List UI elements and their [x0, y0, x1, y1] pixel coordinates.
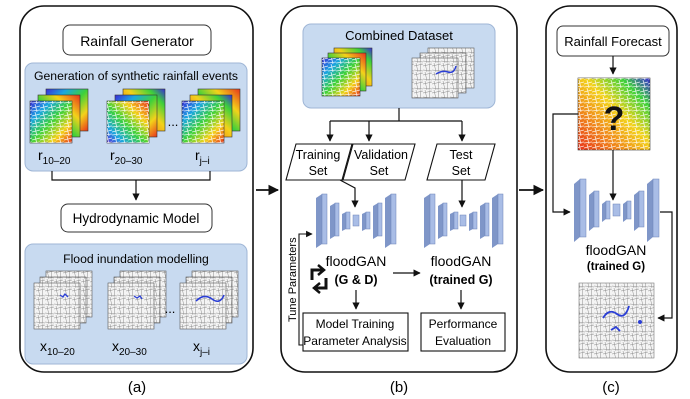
test-set-label-1: Test [450, 148, 473, 162]
generation-title: Generation of synthetic rainfall events [34, 69, 238, 83]
hydrodynamic-model-box [60, 203, 213, 233]
caption-b: (b) [390, 379, 408, 396]
forecast-rain-map [577, 77, 651, 151]
r-label-3: rj–i [195, 147, 210, 167]
arrow-forecast-to-network-left [552, 113, 578, 216]
x-label-1: x10–20 [40, 338, 75, 358]
validation-set-label-2: Set [370, 164, 389, 178]
combined-flood-stack [411, 47, 475, 99]
question-mark-icon: ? [604, 100, 625, 138]
performance-label-2: Evaluation [435, 334, 491, 348]
floodgan-network-c [574, 178, 660, 242]
floodgan-network-2 [424, 193, 504, 248]
tune-parameters-label: Tune Parameters [287, 237, 299, 322]
gd-label: (G & D) [334, 273, 377, 287]
x-label-3: xj–i [193, 338, 210, 358]
flood-map-stack-3 [179, 270, 239, 330]
rainfall-generator-box [62, 24, 212, 56]
trained-label-b: (trained G) [429, 273, 492, 287]
floodgan-network-1 [316, 193, 397, 248]
hydrodynamic-model-title: Hydrodynamic Model [73, 211, 200, 226]
trained-label-c: (trained G) [587, 261, 645, 273]
combined-dataset-title: Combined Dataset [345, 28, 453, 43]
rainfall-map-stack-2 [106, 88, 166, 144]
rainfall-generator-title: Rainfall Generator [80, 33, 194, 49]
model-training-box [302, 312, 409, 352]
ellipsis-bottom: ... [165, 301, 176, 316]
performance-label-1: Performance [429, 317, 498, 331]
arrow-network-to-output [657, 211, 673, 322]
floodgan-label-b2: floodGAN [431, 253, 492, 269]
flood-map-stack-1 [33, 270, 93, 330]
r-label-2: r20–30 [110, 147, 143, 167]
flood-inundation-title: Flood inundation modelling [63, 252, 209, 266]
caption-c: (c) [602, 379, 620, 396]
collect-bracket [51, 171, 211, 181]
rainfall-map-stack-1 [29, 88, 89, 144]
x-label-2: x20–30 [112, 338, 147, 358]
training-set-shape [285, 143, 353, 181]
refresh-icon [310, 264, 328, 294]
test-set-label-2: Set [452, 164, 471, 178]
test-set-shape [426, 143, 496, 181]
validation-set-label-1: Validation [354, 148, 408, 162]
model-training-label-1: Model Training [316, 317, 395, 331]
rainfall-map-stack-3 [181, 88, 241, 144]
training-set-label-2: Set [309, 164, 328, 178]
floodgan-label-c: floodGAN [586, 242, 647, 258]
performance-box [420, 312, 506, 352]
r-label-1: r10–20 [38, 147, 71, 167]
rainfall-forecast-title: Rainfall Forecast [564, 34, 662, 49]
flood-output-map [578, 282, 655, 359]
caption-a: (a) [128, 379, 146, 396]
ellipsis-top: ... [168, 114, 179, 129]
validation-set-shape [342, 143, 416, 181]
flood-map-stack-2 [107, 270, 167, 330]
training-set-label-1: Training [296, 148, 341, 162]
combined-rain-stack [321, 47, 373, 97]
model-training-label-2: Parameter Analysis [303, 334, 406, 348]
arrow-sets-to-network [339, 179, 359, 208]
floodgan-label-b1: floodGAN [326, 253, 387, 269]
